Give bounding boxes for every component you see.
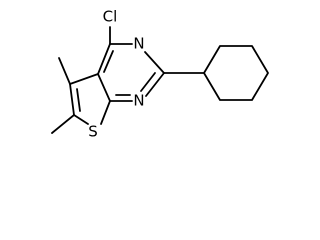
- nitrogen-label-bottom: N: [133, 92, 144, 110]
- nitrogen-label-top: N: [133, 35, 144, 53]
- bond-c2-n1-outer: [145, 72, 165, 97]
- bond-c5-methyl: [58, 57, 71, 85]
- cyclohexane-ring: [203, 45, 269, 101]
- bond-c4a-c4-inner: [103, 50, 114, 73]
- sulfur-label: S: [88, 123, 98, 141]
- bond-n3-c2: [144, 51, 165, 74]
- bond-c4a-c5: [69, 73, 99, 85]
- bond-c5-c6-outer: [69, 83, 75, 116]
- chlorine-label: Cl: [103, 8, 118, 26]
- chemical-structure-diagram: Cl N N S: [51, 8, 269, 141]
- bond-c2-n1-inner: [140, 72, 156, 92]
- bond-c5-c6-inner: [76, 88, 81, 112]
- bond-c6-s: [73, 114, 89, 125]
- bond-c4a-c4-outer: [97, 43, 111, 75]
- bond-c7a-c4a: [97, 73, 111, 102]
- bond-c6-methyl: [51, 114, 75, 134]
- bond-s-c7a: [100, 100, 111, 125]
